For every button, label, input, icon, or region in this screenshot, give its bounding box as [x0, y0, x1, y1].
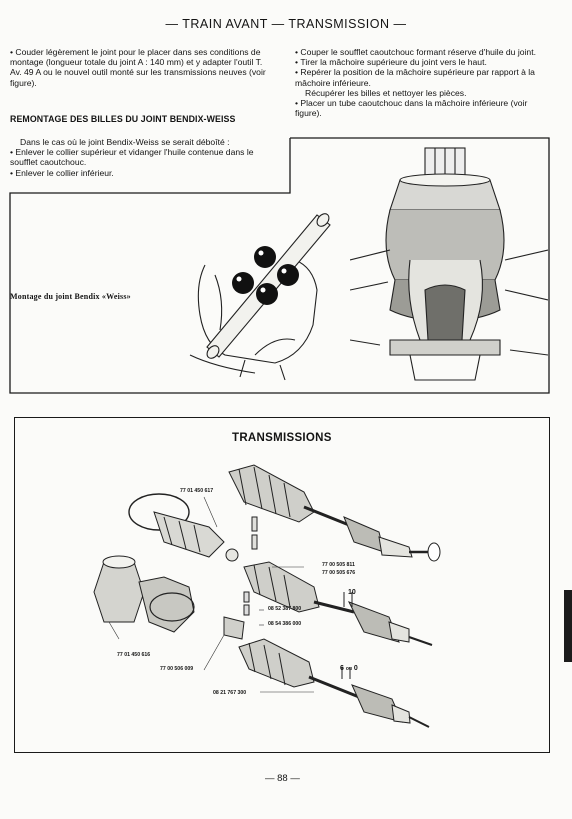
part-number-label: 77 01 450 617: [180, 488, 214, 494]
left-intro-block: Dans le cas où le joint Bendix-Weiss se …: [10, 137, 280, 178]
figure1-frame: [9, 137, 550, 394]
left-para1: Couder légèrement le joint pour le place…: [10, 47, 272, 88]
part-number-label: 77 00 506 009: [160, 666, 194, 672]
dimension-label: 6 ou 0: [340, 665, 358, 672]
intro-text: Dans le cas où le joint Bendix-Weiss se …: [20, 137, 230, 147]
right-column: Couper le soufflet caoutchouc formant ré…: [295, 47, 551, 118]
page-number: — 88 —: [265, 773, 300, 784]
figure2-frame: [14, 417, 550, 753]
left-bullet-2: Enlever le collier inférieur.: [10, 168, 280, 178]
right-note: Récupérer les billes et nettoyer les piè…: [305, 87, 467, 98]
right-bullet-3: Repérer la position de la mâchoire supér…: [295, 67, 551, 87]
part-number-label: 08 52 387 800: [268, 606, 302, 612]
dimension-label: 10: [348, 589, 356, 596]
part-number-label: 77 00 505 676: [322, 570, 356, 576]
part-number-label: 77 00 505 811: [322, 562, 355, 568]
joint-vise-illustration: [350, 147, 548, 381]
page-header: — TRAIN AVANT — TRANSMISSION —: [165, 17, 407, 31]
bendix-balls-illustration: [189, 213, 331, 381]
part-number-label: 08 21 767 300: [213, 690, 247, 696]
section-heading: REMONTAGE DES BILLES DU JOINT BENDIX-WEI…: [10, 114, 236, 124]
page-edge-tab: [564, 590, 572, 662]
right-bullet-1: Couper le soufflet caoutchouc formant ré…: [295, 47, 551, 57]
part-number-label: 08 54 386 000: [268, 621, 302, 627]
left-bullet-1: Enlever le collier supérieur et vidanger…: [10, 147, 280, 167]
transmissions-exploded-view: [93, 464, 441, 728]
figure1-caption: Montage du joint Bendix «Weiss»: [10, 292, 131, 301]
right-bullet-4: Placer un tube caoutchouc dans la mâchoi…: [295, 98, 551, 118]
figure2-title: TRANSMISSIONS: [232, 432, 332, 444]
part-number-label: 77 01 450 616: [117, 652, 151, 658]
right-bullet-2: Tirer la mâchoire supérieure du joint ve…: [295, 57, 551, 67]
left-paragraph: Couder légèrement le joint pour le place…: [10, 47, 272, 88]
